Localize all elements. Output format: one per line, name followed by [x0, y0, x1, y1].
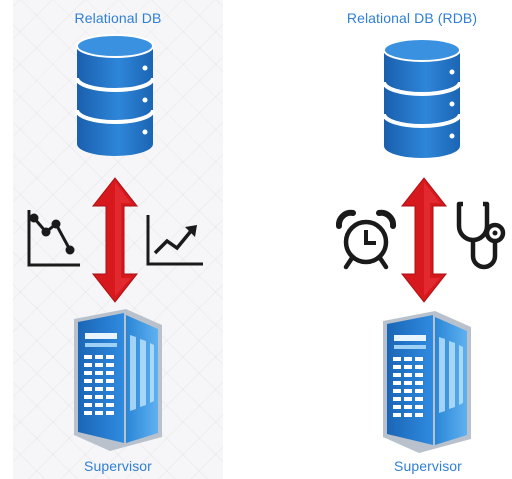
right-diagram: Relational DB (RDB): [320, 0, 512, 479]
db-label: Relational DB (RDB): [346, 10, 478, 26]
supervisor-label: Supervisor: [394, 458, 462, 474]
trend-up-chart-icon: [146, 215, 203, 266]
supervisor-label: Supervisor: [84, 458, 152, 474]
server-icon: [74, 309, 162, 451]
bidirectional-arrow-icon: [91, 177, 139, 303]
left-diagram: Relational DB: [13, 0, 223, 479]
server-icon: [383, 311, 471, 453]
bidirectional-arrow-icon: [400, 177, 448, 303]
database-icon: [75, 34, 155, 156]
stethoscope-icon: [456, 201, 506, 270]
line-chart-icon: [27, 210, 80, 267]
db-label: Relational DB: [74, 10, 162, 26]
database-icon: [382, 38, 462, 158]
alarm-clock-icon: [335, 209, 397, 270]
